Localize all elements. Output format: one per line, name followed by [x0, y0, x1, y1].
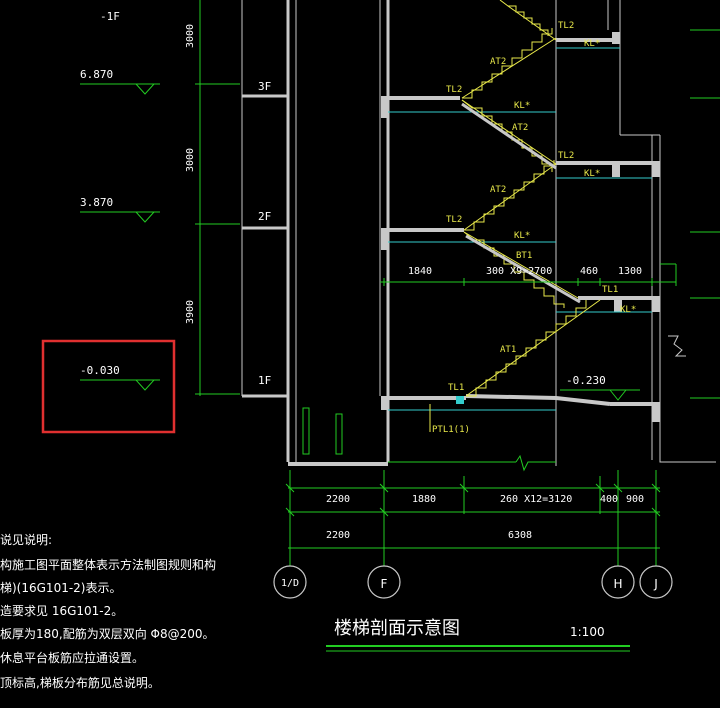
highlight-box	[41, 339, 176, 434]
label-at2-c: AT2	[490, 185, 506, 195]
note-line-1: 说见说明:	[0, 532, 52, 547]
label-tl2-a: TL2	[558, 21, 574, 31]
note-line-4: 造要求见 16G101-2。	[0, 604, 123, 618]
label-at2-a: AT2	[490, 57, 506, 67]
label-ptl1: PTL1(1)	[432, 425, 470, 435]
label-tl2-c: TL2	[558, 151, 574, 161]
column-marker	[456, 396, 464, 404]
dim-bottom-900: 900	[626, 494, 644, 505]
ground-line	[388, 454, 556, 472]
right-level-ticks	[690, 29, 720, 399]
bottom-dimension-lines	[285, 470, 661, 566]
dim-460: 460	[580, 266, 598, 277]
slab-blocks	[381, 32, 660, 422]
dim-300x9: 300 X9=2700	[486, 266, 552, 277]
dim-bottom-400: 400	[600, 494, 618, 505]
axis-label-j: J	[653, 577, 658, 591]
axis-label-f: F	[381, 577, 388, 591]
notes-block: 说见说明: 构施工图平面整体表示方法制图规则和构 梯)(16G101-2)表示。…	[0, 532, 216, 690]
label-kl-b: KL*	[514, 101, 530, 111]
floor-label-3f: 3F	[258, 80, 271, 93]
break-lines	[659, 335, 716, 463]
note-line-6: 休息平台板筋应拉通设置。	[0, 650, 144, 665]
level-label-3870: 3.870	[80, 196, 113, 209]
dim-total-2200: 2200	[326, 530, 350, 541]
floor-label-2f: 2F	[258, 210, 271, 223]
axis-label-1d: 1/D	[281, 578, 299, 589]
left-dim-3000-b: 3000	[185, 148, 196, 172]
dim-1840: 1840	[408, 266, 432, 277]
level-label-6870: 6.870	[80, 68, 113, 81]
label-kl-a: KL*	[584, 39, 600, 49]
stair-underside	[461, 102, 581, 304]
dim-1300: 1300	[618, 266, 642, 277]
label-bt1: BT1	[516, 251, 532, 261]
pit-ladders	[302, 407, 343, 455]
floor-label-1f: 1F	[258, 374, 271, 387]
dim-total-6308: 6308	[508, 530, 532, 541]
left-dim-3000-a: 3000	[185, 24, 196, 48]
axis-label-h: H	[613, 577, 622, 591]
outdoor-level-mark	[560, 389, 640, 401]
label-tl2-d: TL2	[446, 215, 462, 225]
dim-bottom-260x12: 260 X12=3120	[500, 494, 572, 505]
note-line-3: 梯)(16G101-2)表示。	[0, 581, 121, 595]
dim-bottom-1880: 1880	[412, 494, 436, 505]
note-line-5: 板厚为180,配筋为双层双向 Φ8@200。	[0, 626, 215, 641]
label-kl-c: KL*	[584, 169, 600, 179]
label-at2-b: AT2	[512, 123, 528, 133]
label-at1: AT1	[500, 345, 516, 355]
level-label-ground: -0.030	[80, 364, 120, 377]
drawing-title: 楼梯剖面示意图	[334, 618, 460, 639]
left-dim-3900: 3900	[185, 300, 196, 324]
label-elev-ground: -0.230	[566, 374, 606, 387]
label-tl1-a: TL1	[602, 285, 618, 295]
left-level-marks	[80, 0, 240, 396]
label-kl-e: KL*	[620, 305, 636, 315]
drawing-scale: 1:100	[570, 625, 605, 639]
mid-dimension-line	[380, 263, 677, 286]
note-line-2: 构施工图平面整体表示方法制图规则和构	[0, 557, 216, 572]
title-underline	[326, 645, 630, 652]
level-label-minus1f: -1F	[100, 10, 120, 23]
dim-bottom-2200: 2200	[326, 494, 350, 505]
axis-bubbles	[273, 565, 673, 599]
label-kl-d: KL*	[514, 231, 530, 241]
note-line-7: 顶标高,梯板分布筋见总说明。	[0, 675, 160, 690]
label-tl1-b: TL1	[448, 383, 464, 393]
label-tl2-b: TL2	[446, 85, 462, 95]
